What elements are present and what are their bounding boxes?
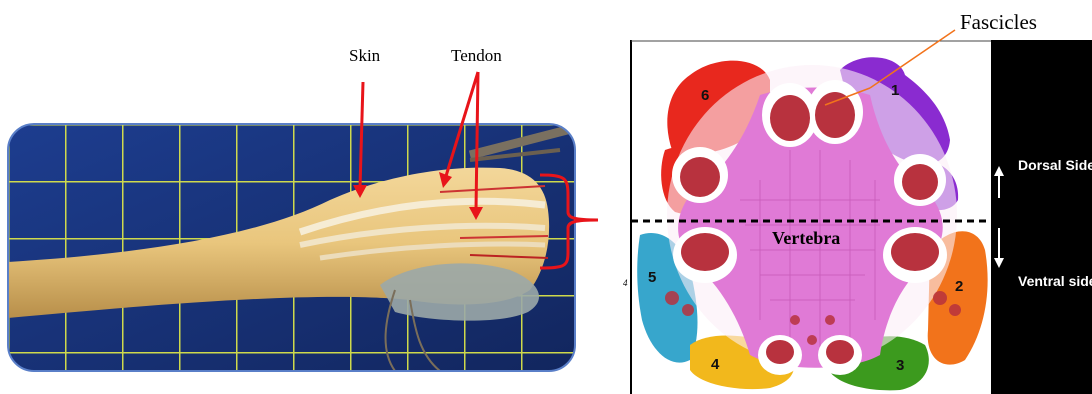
ventral-side-label: Ventral side (1018, 273, 1092, 289)
fascicle-number-4: 4 (711, 356, 719, 373)
tendon-label: Tendon (451, 46, 502, 66)
skin-label: Skin (349, 46, 380, 66)
vertebra-label: Vertebra (772, 228, 840, 249)
fascicle-number-5: 5 (648, 269, 656, 286)
fascicle-number-1: 1 (891, 82, 899, 99)
fascicle-number-3: 3 (896, 357, 904, 374)
fascicle-number-6: 6 (701, 87, 709, 104)
black-panel (991, 40, 1092, 394)
stray-mark: 4 (623, 278, 628, 288)
tail-photo (8, 124, 575, 371)
dorsal-side-label: Dorsal Side (1018, 157, 1092, 173)
fascicles-label: Fascicles (960, 10, 1037, 35)
cross-section (631, 30, 1004, 390)
fascicle-number-2: 2 (955, 278, 963, 295)
